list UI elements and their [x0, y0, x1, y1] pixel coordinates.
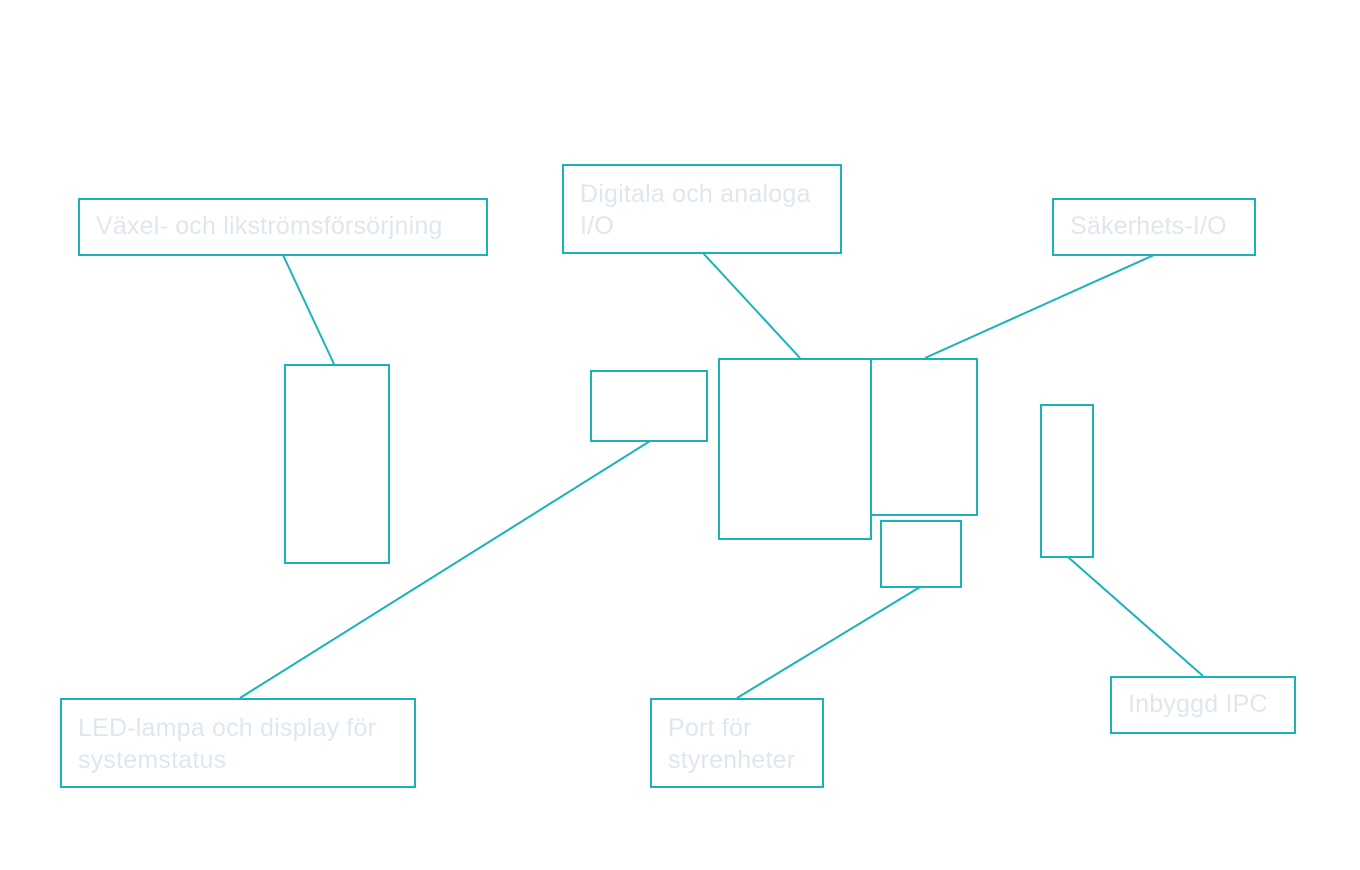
- connector-safety-io: [924, 254, 1155, 359]
- region-led-display: [590, 370, 708, 442]
- connector-built-in-ipc: [1067, 556, 1204, 677]
- region-safety-io: [870, 358, 978, 516]
- label-safety-io: Säkerhets-I/O: [1052, 198, 1256, 256]
- region-power-supply: [284, 364, 390, 564]
- label-led-display: LED-lampa och display för systemstatus: [60, 698, 416, 788]
- label-digital-analog-io: Digitala och analoga I/O: [562, 164, 842, 254]
- region-controller-port: [880, 520, 962, 588]
- region-digital-analog-io: [718, 358, 872, 540]
- label-built-in-ipc: Inbyggd IPC: [1110, 676, 1296, 734]
- connector-digital-analog-io: [702, 252, 801, 359]
- connector-controller-port: [736, 586, 921, 699]
- label-controller-port: Port för styrenheter: [650, 698, 824, 788]
- label-power-supply: Växel- och likströmsförsörjning: [78, 198, 488, 256]
- region-built-in-ipc: [1040, 404, 1094, 558]
- connector-led-display: [239, 440, 651, 699]
- connector-power-supply: [282, 254, 335, 365]
